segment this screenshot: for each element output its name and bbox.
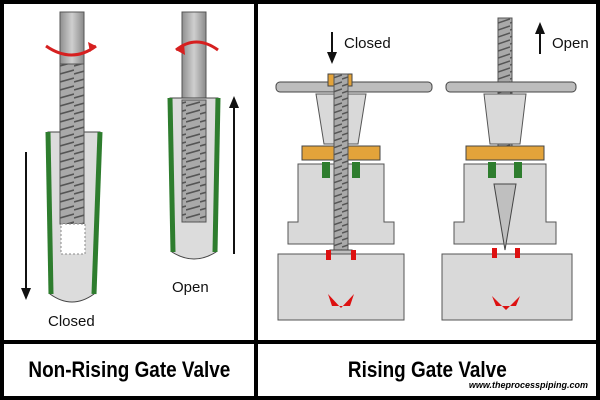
open-label: Open [172,279,209,296]
open-label: Open [552,35,589,52]
closed-rising-valve-assembly: Closed [275,32,433,321]
stem [59,11,85,69]
closed-label: Closed [48,313,95,330]
threaded-stem [181,99,207,223]
threaded-stem [59,63,85,225]
arrowhead-icon [176,44,185,55]
gate-green-edge [212,97,221,253]
non-rising-valve-panel: Closed Open [4,4,254,340]
website-credit: www.theprocesspiping.com [468,380,588,390]
packing [488,162,496,178]
valve-body [441,253,573,321]
caption-text: Non-Rising Gate Valve [28,357,230,382]
handwheel [275,81,433,93]
packing [514,162,522,178]
non-rising-caption: Non-Rising Gate Valve [4,344,254,396]
stem [181,11,207,103]
handwheel [445,81,577,93]
open-rising-valve-assembly: Open [441,17,589,321]
packing [352,162,360,178]
non-rising-valve-diagram: Closed Open [21,11,239,330]
gate-green-edge [167,97,176,253]
wedge-gate [493,183,517,251]
gate-green-edge [91,131,103,295]
rising-valve-panel: Closed Open [258,4,596,340]
caption-text: Rising Gate Valve [347,357,507,382]
seat [328,294,354,308]
open-valve-assembly: Open [167,11,239,296]
yoke [483,93,527,145]
arrowhead-icon [535,22,545,34]
closed-label: Closed [344,35,391,52]
seat [492,248,497,258]
seat [515,248,520,258]
rising-valve-diagram: Closed Open [275,17,589,321]
rising-stem [333,73,349,251]
arrowhead-icon [229,96,239,108]
arrowhead-icon [327,52,337,64]
arrowhead-icon [88,42,96,52]
rising-caption: Rising Gate Valve www.theprocesspiping.c… [258,344,596,396]
seat [326,250,331,260]
gate-green-edge [45,131,54,295]
gland-flange [465,145,545,161]
valve-body [277,253,405,321]
stem-nut-cavity [60,223,86,255]
packing [322,162,330,178]
closed-valve-assembly: Closed [21,11,103,330]
seat [492,296,520,310]
arrowhead-icon [21,288,31,300]
seat [351,250,356,260]
